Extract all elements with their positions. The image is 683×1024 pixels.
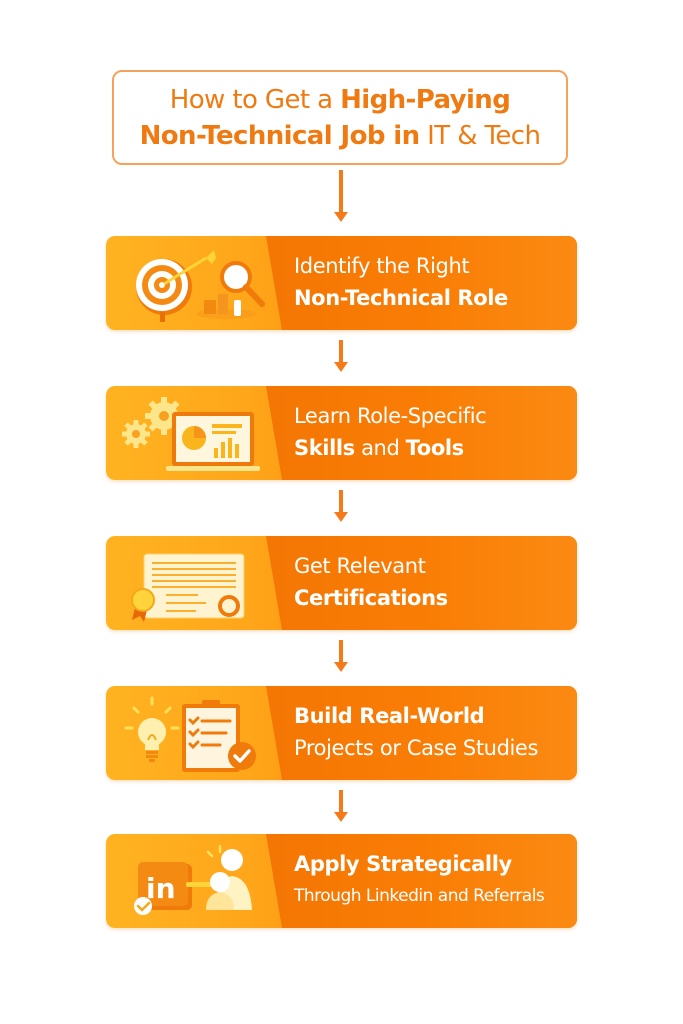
step-1-identify-role: Identify the Right Non-Technical Role (106, 236, 577, 330)
arrow-down-icon (334, 490, 348, 526)
step-1-line1: Identify the Right (294, 254, 470, 278)
step-4-line1: Build Real-World (294, 704, 485, 728)
arrow-down-icon (334, 790, 348, 826)
gears-laptop-chart-icon (116, 392, 266, 474)
step-5-apply: in Apply Strategically Through Linkedin … (106, 834, 577, 928)
title-bold-1: High-Paying (340, 84, 511, 115)
title-bold-2: Non-Technical Job in (139, 120, 421, 151)
step-4-text: Build Real-World Projects or Case Studie… (294, 700, 569, 764)
lightbulb-checklist-icon (116, 692, 266, 774)
step-3-text: Get Relevant Certifications (294, 550, 569, 614)
step-2-line1: Learn Role-Specific (294, 404, 487, 428)
step-5-line2: Through Linkedin and Referrals (294, 886, 545, 906)
step-3-line2: Certifications (294, 586, 448, 610)
target-magnifier-icon (116, 242, 266, 324)
step-3-line1: Get Relevant (294, 554, 426, 578)
arrow-down-icon (334, 640, 348, 676)
step-1-line2: Non-Technical Role (294, 286, 508, 310)
title-line-2: Non-Technical Job in IT & Tech (140, 118, 541, 154)
step-2-bold-a: Skills (294, 436, 355, 460)
step-4-projects: Build Real-World Projects or Case Studie… (106, 686, 577, 780)
title-line-1: How to Get a High-Paying (169, 82, 511, 118)
step-2-bold-b: Tools (405, 436, 464, 460)
step-3-certifications: Get Relevant Certifications (106, 536, 577, 630)
step-2-text: Learn Role-Specific Skills and Tools (294, 400, 569, 464)
step-4-line2: Projects or Case Studies (294, 736, 538, 760)
step-1-text: Identify the Right Non-Technical Role (294, 250, 569, 314)
step-2-learn-skills: Learn Role-Specific Skills and Tools (106, 386, 577, 480)
step-5-text: Apply Strategically Through Linkedin and… (294, 848, 569, 912)
step-2-regular: and (354, 436, 406, 460)
linkedin-referral-icon: in (116, 840, 266, 922)
svg-text:in: in (146, 872, 176, 905)
step-5-line1: Apply Strategically (294, 852, 512, 876)
certificate-medal-icon (116, 542, 266, 624)
diagram-title: How to Get a High-Paying Non-Technical J… (112, 70, 568, 165)
arrow-down-icon (334, 170, 348, 225)
arrow-down-icon (334, 340, 348, 376)
title-regular-1: How to Get a (169, 84, 341, 115)
title-regular-2: IT & Tech (419, 120, 541, 151)
